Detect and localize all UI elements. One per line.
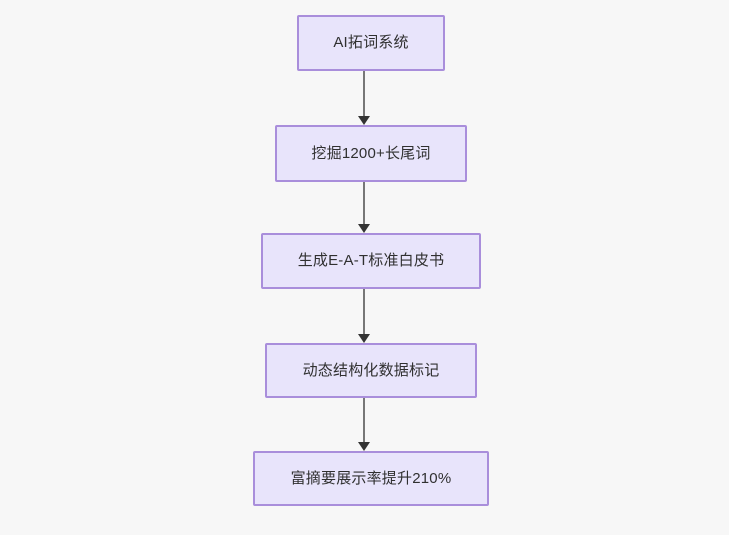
flow-connector-3-to-4 [357,289,371,343]
connector-line [363,289,365,335]
arrowhead-down-icon [358,116,370,125]
arrowhead-down-icon [358,224,370,233]
connector-line [363,398,365,443]
flow-node-label: 动态结构化数据标记 [302,361,440,379]
flow-node-label: AI拓词系统 [333,34,409,51]
flow-node-mine-longtail-keywords[interactable]: 挖掘1200+长尾词 [275,125,467,182]
connector-line [363,71,365,117]
flow-node-label: 生成E-A-T标准白皮书 [297,252,445,269]
flow-node-dynamic-structured-data-markup[interactable]: 动态结构化数据标记 [265,343,477,398]
flow-node-rich-snippet-rate-increase[interactable]: 富摘要展示率提升210% [253,451,489,506]
arrowhead-down-icon [358,334,370,343]
flow-connector-1-to-2 [357,71,371,125]
flow-connector-4-to-5 [357,398,371,451]
flow-node-generate-eat-whitepaper[interactable]: 生成E-A-T标准白皮书 [261,233,481,289]
connector-line [363,182,365,225]
flow-node-label: 挖掘1200+长尾词 [311,144,431,162]
flow-node-ai-keyword-system[interactable]: AI拓词系统 [297,15,445,71]
flow-connector-2-to-3 [357,182,371,233]
arrowhead-down-icon [358,442,370,451]
flow-node-label: 富摘要展示率提升210% [290,469,452,487]
